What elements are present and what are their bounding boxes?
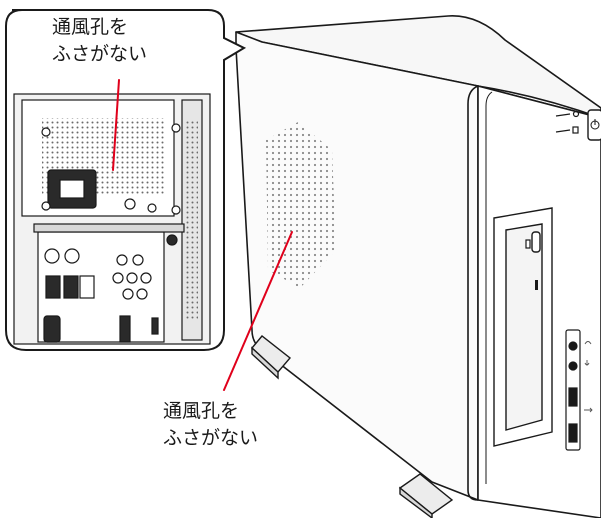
audio-jack [126, 272, 138, 284]
callout-label-bottom: 通風孔を ふさがない [163, 398, 258, 452]
audio-jack [140, 272, 152, 284]
led-indicators [555, 110, 580, 134]
audio-jack [132, 254, 144, 266]
callout-label-top: 通風孔を ふさがない [52, 14, 147, 68]
lan-port [79, 275, 95, 299]
microphone-jack [568, 361, 578, 371]
callout-top-line2: ふさがない [52, 43, 148, 65]
tower-feet [251, 335, 454, 518]
callout-top-line1: 通風孔を [52, 16, 129, 38]
headphone-icon [584, 341, 592, 345]
usb-port-1 [568, 387, 578, 407]
front-ports [565, 329, 581, 451]
callout-bottom-line1: 通風孔を [163, 400, 240, 422]
headphone-jack [568, 341, 578, 351]
rear-usb-port [45, 275, 61, 299]
optical-drive [493, 207, 553, 447]
serial-port [43, 315, 61, 343]
audio-jack [116, 254, 128, 266]
ps2-port-1 [44, 248, 60, 264]
usb-port-2 [568, 423, 578, 443]
leader-lines [112, 79, 293, 391]
eject-button [525, 239, 531, 249]
hdd-led-icon [572, 126, 579, 134]
power-led-icon [572, 110, 580, 118]
ps2-port-2 [64, 248, 80, 264]
audio-jack [112, 272, 124, 284]
rear-zoom-callout [5, 9, 247, 351]
audio-jack [136, 288, 148, 300]
power-button [587, 109, 601, 141]
leader-line-bottom [223, 231, 293, 391]
usb-icon [584, 407, 593, 413]
microphone-icon [584, 360, 590, 366]
side-vent-holes [266, 122, 336, 288]
audio-jack [122, 288, 134, 300]
rear-usb-port [63, 275, 79, 299]
callout-bottom-line2: ふさがない [163, 427, 259, 449]
leader-line-top [112, 79, 120, 171]
